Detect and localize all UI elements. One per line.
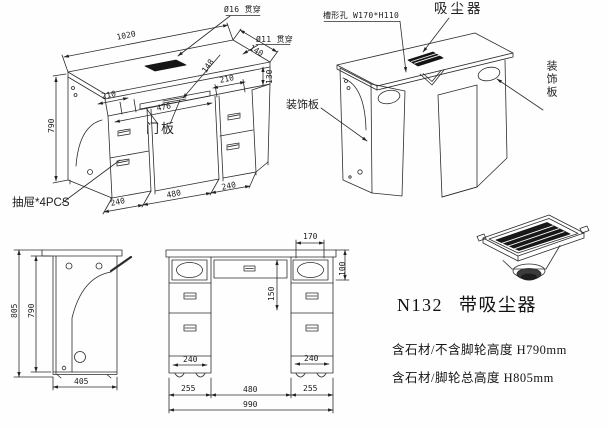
perspective-view-dimensions	[52, 15, 291, 215]
front-view-dimensions	[168, 239, 350, 414]
dim-total-width: 990	[243, 400, 258, 409]
dim-panel-height: 790	[27, 303, 36, 318]
slot-hole-note: 槽形孔 W170*H110	[323, 11, 400, 20]
dust-collector-label: 吸尘器	[434, 1, 484, 16]
hole-note-11: Ø11 贯穿	[256, 35, 294, 44]
spec-line-1: 含石材/不含脚轮高度 H790mm	[392, 343, 567, 357]
dust-collector-detail	[476, 214, 590, 281]
dim-total-height: 805	[10, 303, 19, 318]
side-view-dimensions	[13, 249, 118, 391]
deco-panel-right-label: 装饰板	[545, 60, 557, 99]
front-view-linework	[165, 249, 337, 378]
dim-front-pedestal-left: 255	[181, 384, 196, 393]
dim-drawer-width-right: 240	[304, 354, 319, 363]
door-panel-label: 门板	[146, 121, 177, 136]
spec-line-2: 含石材/脚轮总高度 H805mm	[392, 371, 554, 385]
deco-panel-left-label: 装饰板	[286, 99, 319, 111]
drawers-label: 抽屉*4PCS	[12, 197, 70, 209]
dim-side-depth: 405	[74, 377, 89, 386]
side-view-linework	[41, 249, 133, 379]
dim-left-height: 790	[47, 118, 56, 133]
frame-view-annotations	[320, 17, 544, 142]
dim-apron-height-right: 100	[338, 261, 347, 276]
dim-apron-height: 130	[265, 69, 274, 84]
frame-view-linework	[336, 32, 514, 198]
dim-front-pedestal-right: 255	[303, 384, 318, 393]
model-title: N132 带吸尘器	[397, 295, 537, 315]
hole-note-16: Ø16 贯穿	[224, 5, 262, 14]
dim-front-knee-space: 480	[243, 385, 258, 394]
dim-drawer-width-left: 240	[183, 355, 198, 364]
dim-slot-width: 170	[303, 232, 318, 241]
dim-drawer-height: 150	[267, 286, 276, 301]
